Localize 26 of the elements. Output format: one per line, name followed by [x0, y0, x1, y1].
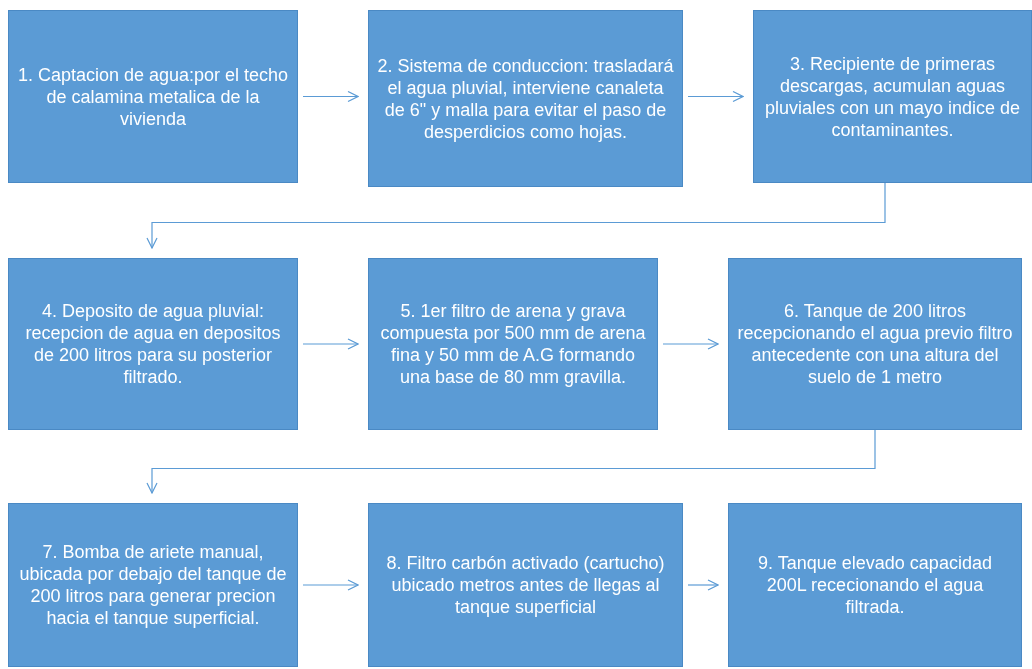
step-text: 8. Filtro carbón activado (cartucho) ubicado metros antes de llegas al tanque superficial — [385, 552, 666, 618]
process-box — [753, 10, 1032, 183]
process-box — [728, 503, 1022, 667]
step-text: 1. Captacion de agua:por el techo de calamina metalica de la vivienda — [17, 63, 289, 130]
step-text: 5. 1er filtro de arena y grava compuesta por 500 mm de arena fina y 50 mm de A.G formando una base de 80 mm gravilla. — [379, 300, 647, 388]
process-box — [8, 10, 298, 183]
arrow — [662, 338, 719, 350]
arrow — [146, 182, 886, 249]
step-text: 3. Recipiente de primeras descargas, acumulan aguas pluviales con un mayo indice de contaminantes. — [763, 52, 1022, 141]
arrow — [687, 579, 719, 591]
process-box — [368, 258, 658, 430]
arrow — [302, 579, 359, 591]
arrow — [302, 90, 359, 103]
arrow — [302, 338, 359, 350]
step-text: 7. Bomba de ariete manual, ubicada por debajo del tanque de 200 litros para generar precion hacia el tanque superficial. — [18, 541, 288, 629]
step-text: 2. Sistema de conduccion: trasladará el agua pluvial, interviene canaleta de 6" y malla para evitar el paso de desperdicios como hojas. — [377, 54, 674, 143]
arrow — [687, 90, 744, 103]
process-box — [728, 258, 1022, 430]
process-box — [368, 503, 683, 667]
process-box — [8, 258, 298, 430]
process-box — [8, 503, 298, 667]
step-text: 6. Tanque de 200 litros recepcionando el agua previo filtro antecedente con una altura del suelo de 1 metro — [737, 300, 1013, 388]
arrow — [146, 429, 876, 494]
step-text: 9. Tanque elevado capacidad 200L rececionando el agua filtrada. — [757, 552, 993, 618]
process-box — [368, 10, 683, 187]
step-text: 4. Deposito de agua pluvial: recepcion de agua en depositos de 200 litros para su posterior filtrado. — [24, 300, 282, 388]
